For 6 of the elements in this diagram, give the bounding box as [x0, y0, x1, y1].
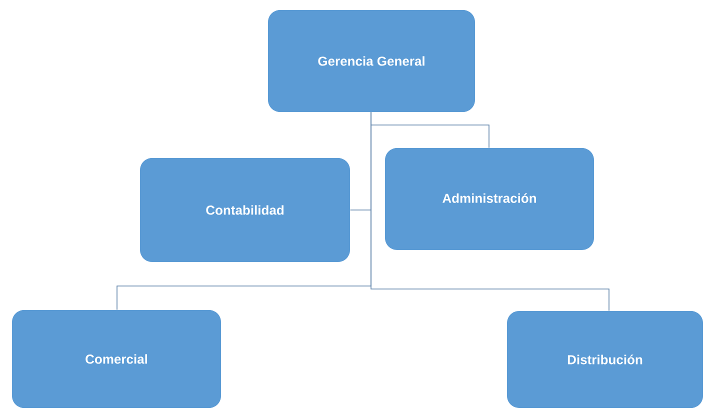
- org-box: Distribución: [507, 311, 703, 408]
- org-box: Gerencia General: [268, 10, 475, 112]
- org-box: Comercial: [12, 310, 221, 408]
- org-box: Administración: [385, 148, 594, 250]
- org-box: Contabilidad: [140, 158, 350, 262]
- connector-line: [370, 112, 610, 312]
